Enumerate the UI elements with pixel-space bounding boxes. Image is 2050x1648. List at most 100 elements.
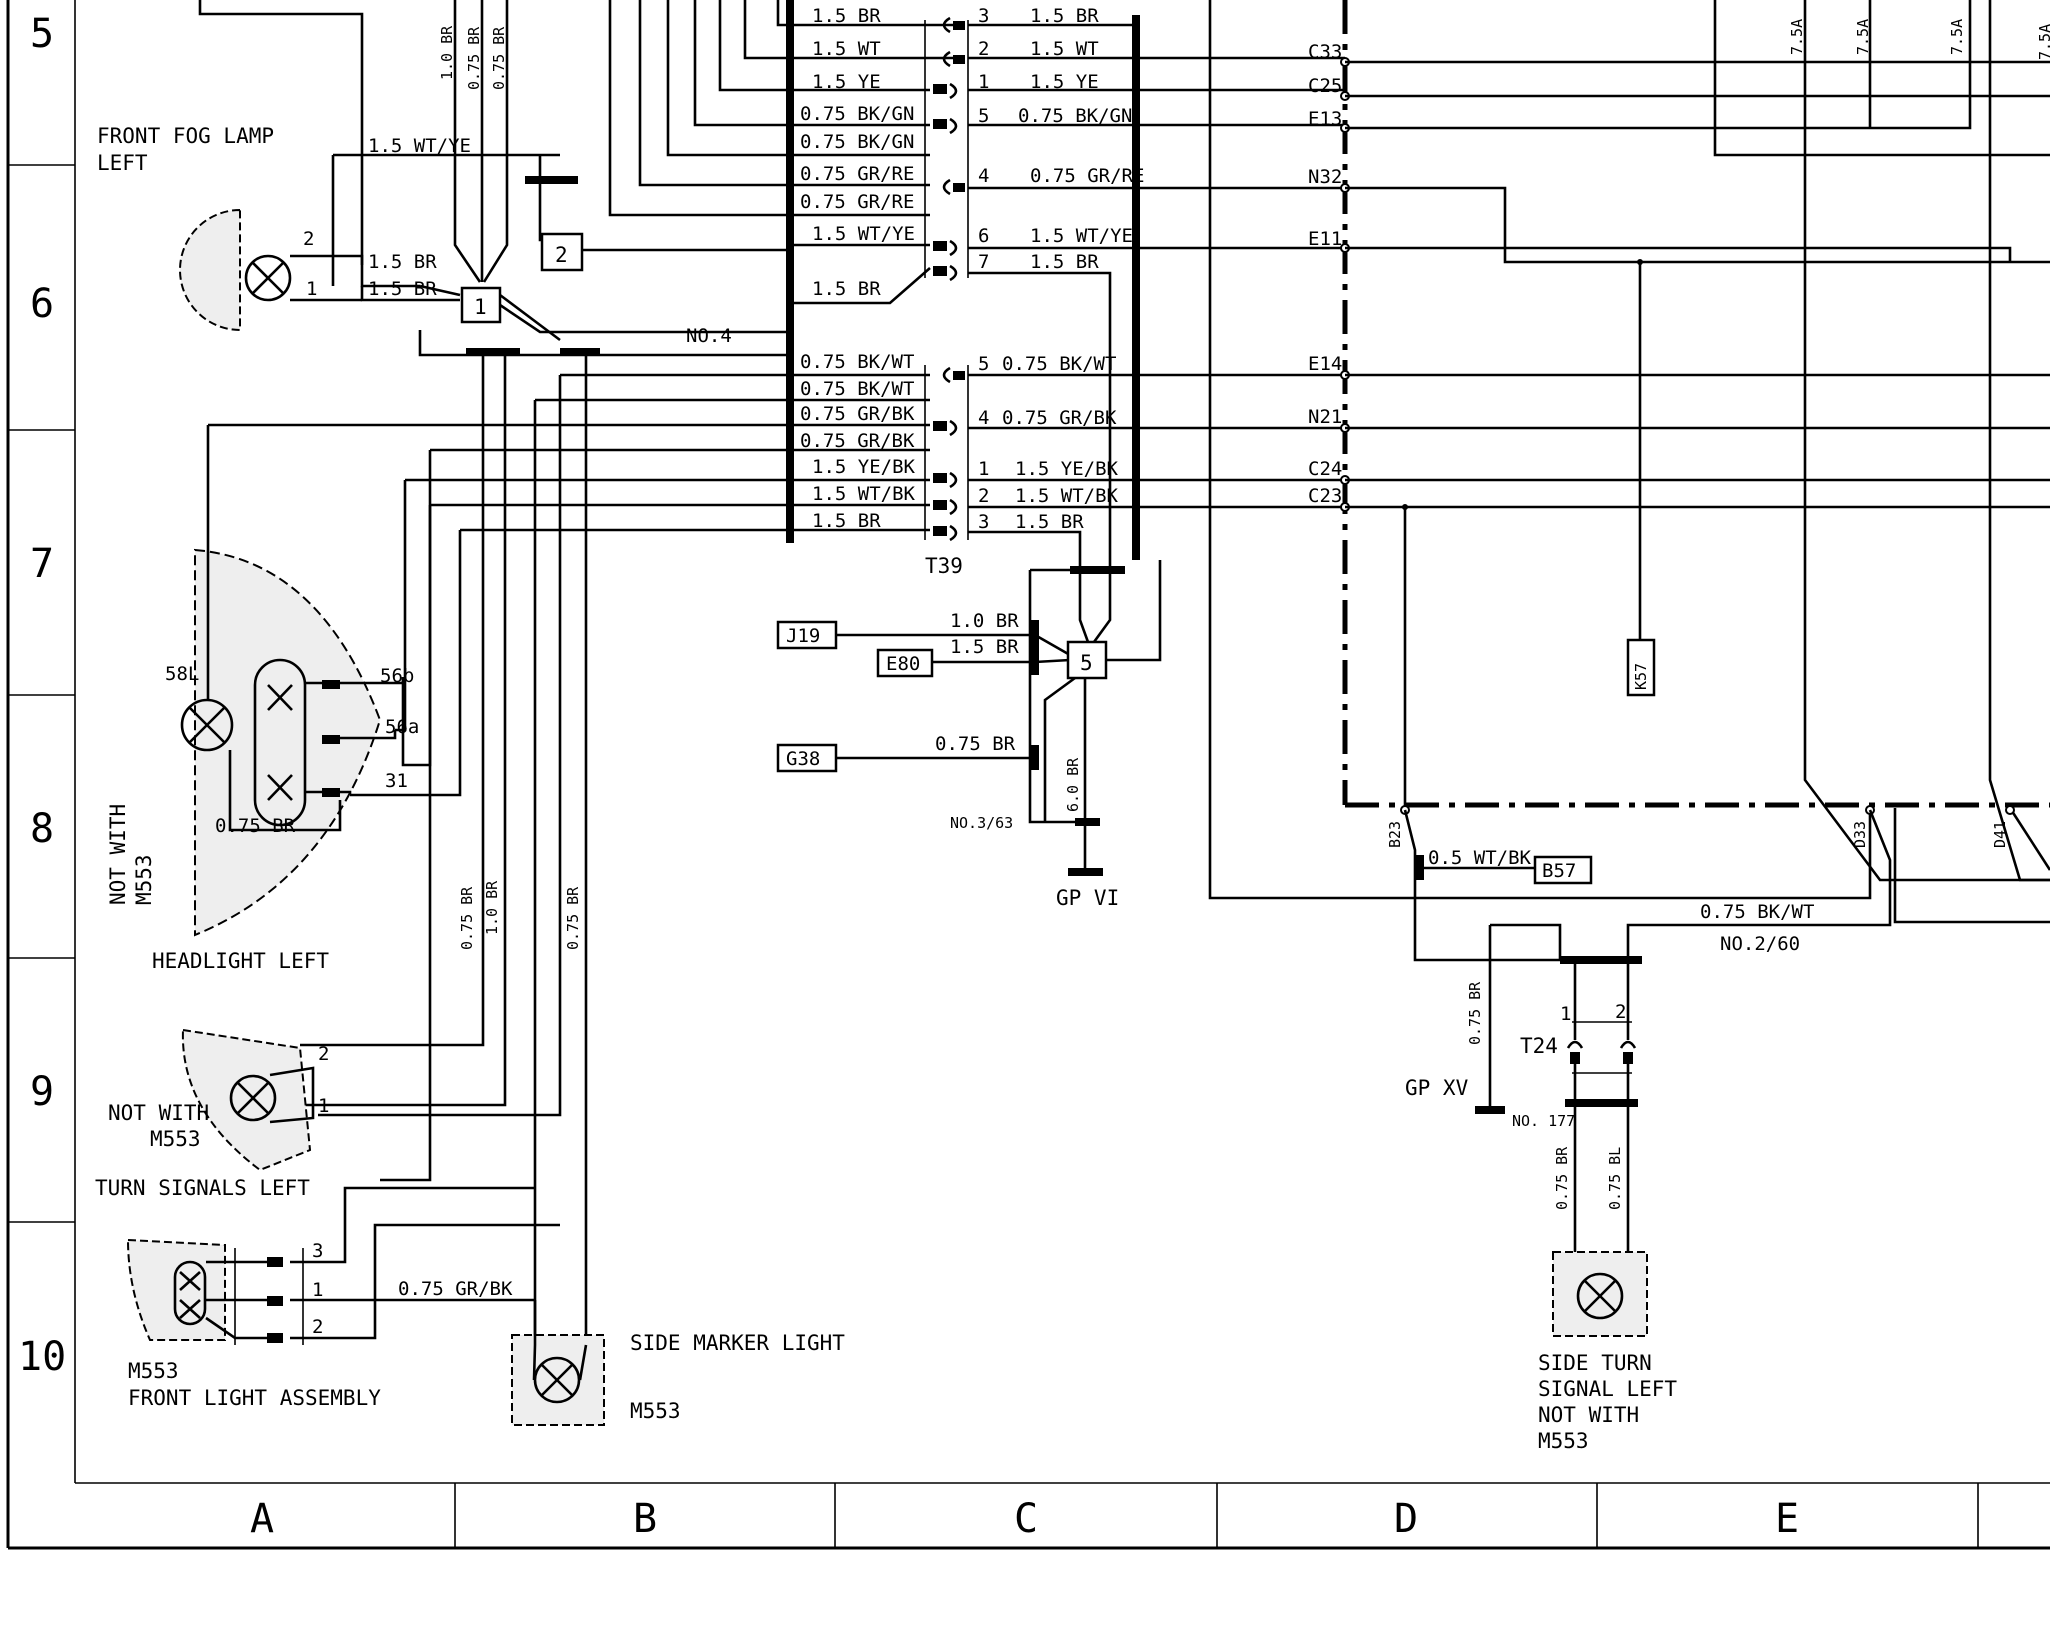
row-label: 7 [30,541,54,587]
svg-text:1.5 WT: 1.5 WT [812,38,881,60]
svg-text:0.75 BR: 0.75 BR [215,815,296,837]
svg-text:1.5 BR: 1.5 BR [812,510,881,532]
svg-text:D41: D41 [1991,821,2009,848]
svg-text:2: 2 [1615,1001,1626,1023]
svg-text:5: 5 [978,105,989,127]
svg-text:0.75 BR: 0.75 BR [1553,1146,1571,1210]
t39-lower-right-labels: 0.75 BK/WT 0.75 GR/BK 1.5 YE/BK 1.5 WT/B… [1002,353,1119,533]
connector-t39: T39 [925,554,963,578]
svg-text:E11: E11 [1308,228,1342,250]
svg-text:1: 1 [978,458,989,480]
svg-text:7.5A: 7.5A [1788,19,1806,55]
svg-text:1.5 BR: 1.5 BR [812,278,881,300]
svg-text:7.5A: 7.5A [1948,19,1966,55]
column-label: A [250,1496,274,1542]
svg-text:D33: D33 [1851,821,1869,848]
column-labels: A B C D E [250,1496,1799,1542]
svg-text:0.75 BR: 0.75 BR [458,886,476,950]
svg-text:0.75 BK/GN: 0.75 BK/GN [800,103,914,125]
svg-text:1.5 BR: 1.5 BR [812,5,881,27]
box-j19: J19 [786,625,820,647]
t39-upper-left-labels: 1.5 BR 1.5 WT 1.5 YE 0.75 BK/GN 0.75 BK/… [800,5,915,300]
right-wires [1208,0,2050,924]
row-label: 10 [18,1334,66,1380]
fuse-labels: 7.5A 7.5A 7.5A 7.5A [1788,19,2050,60]
svg-text:58L: 58L [165,663,199,685]
fog-bulb-icon [244,254,292,302]
t39-upper-pin-glyphs [933,16,965,282]
wire-label: NO.2/60 [1720,933,1800,955]
svg-text:1.0 BR: 1.0 BR [438,25,456,80]
svg-text:1: 1 [978,71,989,93]
splice-label: NO.4 [686,325,732,347]
row-label: 8 [30,806,54,852]
svg-text:C25: C25 [1308,75,1342,97]
svg-text:NO.3/63: NO.3/63 [950,814,1013,832]
svg-text:0.75 GR/BK: 0.75 GR/BK [800,430,915,452]
svg-text:B23: B23 [1386,821,1404,848]
column-label: D [1394,1496,1418,1542]
svg-text:1.5 YE: 1.5 YE [812,71,881,93]
svg-text:1.5 BR: 1.5 BR [1030,5,1099,27]
svg-text:4: 4 [978,407,989,429]
svg-text:C24: C24 [1308,458,1342,480]
row-label: 6 [30,281,54,327]
svg-text:7.5A: 7.5A [1854,19,1872,55]
svg-text:3: 3 [312,1240,323,1262]
svg-text:7.5A: 7.5A [2036,24,2050,60]
row-label: 5 [30,11,54,57]
svg-text:56b: 56b [380,665,414,687]
svg-text:0.75 GR/RE: 0.75 GR/RE [800,163,914,185]
box-g38: G38 [786,748,820,770]
side-turn-bulb-icon [1576,1272,1624,1320]
svg-text:1.5 WT/BK: 1.5 WT/BK [812,483,916,505]
svg-text:2: 2 [303,228,314,250]
splice-5-group: J19 E80 G38 1.0 BR 1.5 BR 0.75 BR 5 6.0 … [776,560,1162,910]
svg-text:0.75 GR/RE: 0.75 GR/RE [800,191,914,213]
svg-text:0.75 GR/BK: 0.75 GR/BK [800,403,915,425]
column-label: E [1775,1496,1799,1542]
svg-text:0.75 BK/WT: 0.75 BK/WT [1002,353,1116,375]
frame [6,0,2050,1550]
svg-text:0.75 BR: 0.75 BR [935,733,1016,755]
svg-text:0.75 BL: 0.75 BL [1606,1147,1624,1210]
svg-text:1: 1 [312,1279,323,1301]
svg-text:1.5 YE/BK: 1.5 YE/BK [1015,458,1119,480]
svg-text:1.5 BR: 1.5 BR [1030,251,1099,273]
svg-text:1: 1 [318,1095,329,1117]
splice-2: 2 [555,243,568,267]
svg-text:6.0 BR: 6.0 BR [1064,757,1082,812]
t39-upper-right-wires [968,23,1345,605]
svg-text:0.75 BK/GN: 0.75 BK/GN [800,131,914,153]
svg-text:1.5 WT/BK: 1.5 WT/BK [1015,485,1119,507]
svg-text:1.5 BR: 1.5 BR [950,636,1019,658]
svg-text:N32: N32 [1308,166,1342,188]
t39-lower-pins: 5 4 1 2 3 [978,353,989,533]
t39-lower-left-labels: 0.75 BK/WT 0.75 BK/WT 0.75 GR/BK 0.75 GR… [800,351,916,532]
turn-title: TURN SIGNALS LEFT [95,1176,310,1200]
svg-text:C23: C23 [1308,485,1342,507]
svg-text:1.5 WT: 1.5 WT [1030,38,1099,60]
side-marker-light: SIDE MARKER LIGHT M553 [511,1300,845,1426]
svg-text:1.5 YE: 1.5 YE [1030,71,1099,93]
svg-text:4: 4 [978,165,989,187]
wire-label: 1.5 BR [368,278,437,300]
headlight-note: NOT WITHM553 [106,804,156,905]
box-k57: K57 [1632,663,1650,690]
svg-text:0.75 BR: 0.75 BR [1466,981,1484,1045]
svg-text:1.5 YE/BK: 1.5 YE/BK [812,456,916,478]
headlight-left: 58L 56b 56a 31 0.75 BR HEADLIGHT LEFT NO… [106,425,419,973]
right-pins: C33 C25 E13 N32 E11 E14 N21 C24 C23 [1308,41,1342,507]
column-label: C [1014,1496,1038,1542]
box-b57: B57 [1542,860,1576,882]
splice-1: 1 [474,295,487,319]
svg-text:0.75 GR/BK: 0.75 GR/BK [1002,407,1117,429]
t39-upper-wires [608,0,969,305]
svg-text:0.75 BK/GN: 0.75 BK/GN [1018,105,1132,127]
wire-label: 0.5 WT/BK [1428,847,1532,869]
